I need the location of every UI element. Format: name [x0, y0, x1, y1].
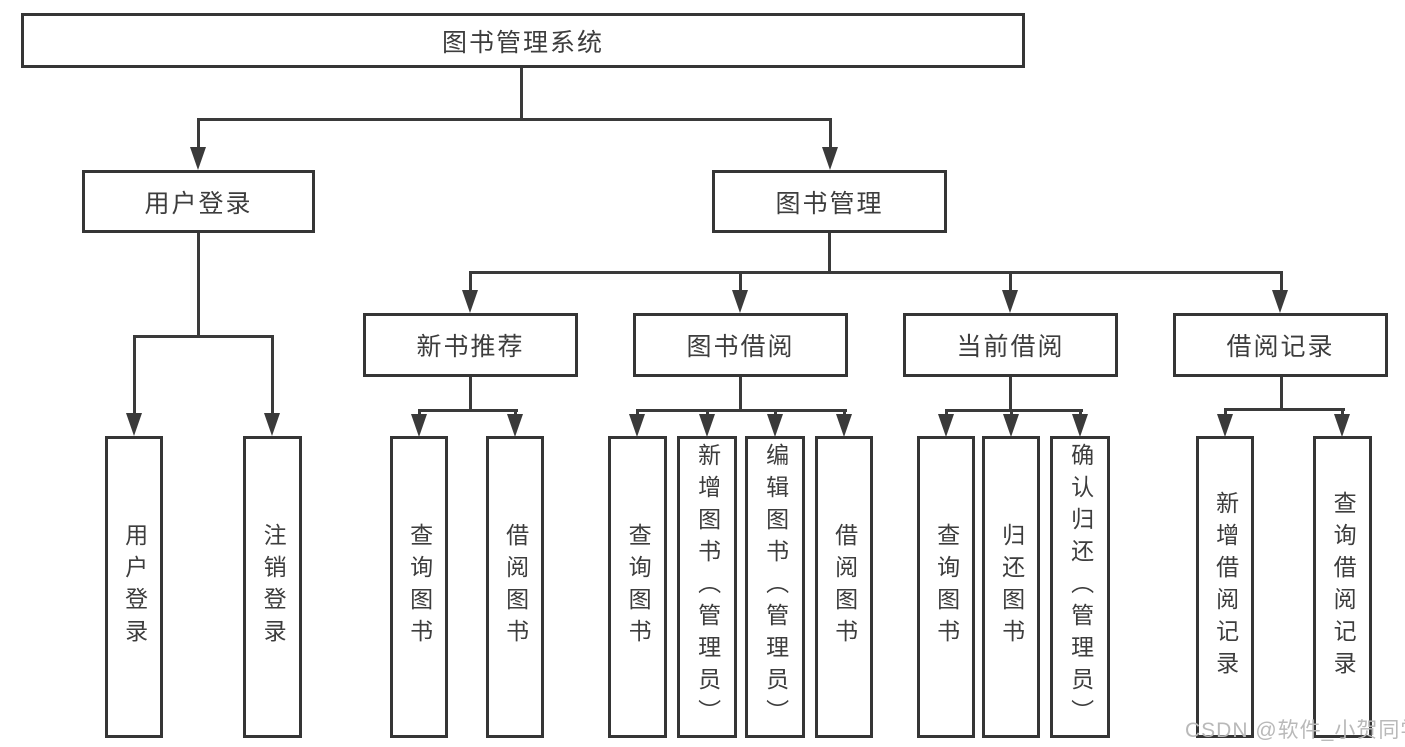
arrow-down-icon — [1334, 414, 1350, 437]
arrow-down-icon — [629, 414, 645, 437]
connector-records-hline — [1224, 408, 1345, 411]
connector-borrow-stem-3 — [774, 409, 777, 417]
arrow-down-icon — [462, 290, 478, 313]
leaf-borrow-edit-books-admin: 编辑图书（管理员） — [745, 436, 805, 738]
connector-borrow-stem-4 — [843, 409, 846, 417]
leaf-current-query-books: 查询图书 — [917, 436, 975, 738]
connector-recommend-vline — [469, 377, 472, 410]
connector-recommend-hline — [418, 409, 518, 412]
node-label: 注销登录 — [260, 523, 287, 651]
connector-root-vline — [520, 68, 523, 118]
connector-records-stem-1 — [1224, 408, 1227, 417]
leaf-borrow-query-books: 查询图书 — [608, 436, 667, 738]
connector-root-hline — [197, 118, 832, 121]
csdn-watermark: CSDN @软件_小贺同学 — [1185, 719, 1405, 742]
connector-bookmgmt-vline — [828, 233, 831, 271]
arrow-down-icon — [507, 414, 523, 437]
node-label: 新增图书（管理员） — [694, 443, 721, 731]
connector-userlogin-left-stem — [133, 335, 136, 415]
connector-borrow-hline — [636, 409, 847, 412]
arrow-down-icon — [1217, 414, 1233, 437]
connector-current-hline — [945, 409, 1083, 412]
leaf-borrow-add-books-admin: 新增图书（管理员） — [677, 436, 737, 738]
node-label: 归还图书 — [998, 523, 1025, 651]
node-label: 图书管理 — [775, 189, 884, 218]
leaf-borrow-borrow-books: 借阅图书 — [815, 436, 873, 738]
arrow-down-icon — [699, 414, 715, 437]
connector-records-vline — [1280, 377, 1283, 409]
node-label: 当前借阅 — [956, 333, 1065, 361]
leaf-recommend-query-books: 查询图书 — [390, 436, 448, 738]
connector-current-stem-1 — [945, 409, 948, 417]
arrow-down-icon — [1003, 414, 1019, 437]
connector-recommend-stem-1 — [418, 409, 421, 417]
arrow-down-icon — [1002, 290, 1018, 313]
node-label: 图书借阅 — [686, 333, 795, 361]
connector-bookmgmt-stem-1 — [469, 271, 472, 293]
node-label: 用户登录 — [144, 189, 253, 218]
node-label: 查询图书 — [933, 523, 960, 651]
leaf-logout: 注销登录 — [243, 436, 302, 738]
connector-root-right-stem — [829, 118, 832, 150]
arrow-down-icon — [1072, 414, 1088, 437]
node-book-borrow: 图书借阅 — [633, 313, 848, 377]
connector-borrow-stem-2 — [706, 409, 709, 417]
node-label: 借阅图书 — [502, 523, 529, 651]
node-label: 借阅记录 — [1226, 333, 1335, 361]
connector-userlogin-right-stem — [271, 335, 274, 415]
node-label: 新增借阅记录 — [1212, 491, 1239, 683]
connector-userlogin-hline — [133, 335, 274, 338]
node-label: 确认归还（管理员） — [1067, 443, 1094, 731]
connector-borrow-stem-1 — [636, 409, 639, 417]
node-label: 新书推荐 — [416, 333, 525, 361]
arrow-down-icon — [732, 290, 748, 313]
arrow-down-icon — [264, 413, 280, 436]
connector-bookmgmt-stem-2 — [739, 271, 742, 293]
arrow-down-icon — [411, 414, 427, 437]
node-library-system: 图书管理系统 — [21, 13, 1025, 68]
node-user-login-branch: 用户登录 — [82, 170, 315, 233]
arrow-down-icon — [767, 414, 783, 437]
connector-borrow-vline — [739, 377, 742, 410]
node-label: 编辑图书（管理员） — [762, 443, 789, 731]
leaf-records-query-record: 查询借阅记录 — [1313, 436, 1372, 738]
connector-bookmgmt-stem-4 — [1280, 271, 1283, 293]
leaf-recommend-borrow-books: 借阅图书 — [486, 436, 544, 738]
node-label: 查询图书 — [406, 523, 433, 651]
connector-userlogin-vline — [197, 233, 200, 335]
connector-records-stem-2 — [1341, 408, 1344, 417]
leaf-current-return-books: 归还图书 — [982, 436, 1040, 738]
connector-current-vline — [1009, 377, 1012, 410]
node-new-book-recommend: 新书推荐 — [363, 313, 578, 377]
connector-current-stem-3 — [1079, 409, 1082, 417]
arrow-down-icon — [1272, 290, 1288, 313]
leaf-current-confirm-return-admin: 确认归还（管理员） — [1050, 436, 1110, 738]
connector-current-stem-2 — [1010, 409, 1013, 417]
arrow-down-icon — [836, 414, 852, 437]
leaf-records-add-record: 新增借阅记录 — [1196, 436, 1254, 738]
node-label: 用户登录 — [121, 523, 148, 651]
arrow-down-icon — [126, 413, 142, 436]
connector-recommend-stem-2 — [514, 409, 517, 417]
node-label: 查询借阅记录 — [1330, 491, 1357, 683]
connector-bookmgmt-stem-3 — [1009, 271, 1012, 293]
node-label: 图书管理系统 — [441, 28, 604, 57]
node-label: 借阅图书 — [831, 523, 858, 651]
node-current-borrow: 当前借阅 — [903, 313, 1118, 377]
arrow-down-icon — [938, 414, 954, 437]
arrow-down-icon — [822, 147, 838, 170]
node-borrow-records: 借阅记录 — [1173, 313, 1388, 377]
arrow-down-icon — [190, 147, 206, 170]
leaf-user-login: 用户登录 — [105, 436, 163, 738]
connector-bookmgmt-hline — [469, 271, 1283, 274]
connector-root-left-stem — [197, 118, 200, 150]
node-label: 查询图书 — [625, 523, 652, 651]
node-book-management-branch: 图书管理 — [712, 170, 947, 233]
